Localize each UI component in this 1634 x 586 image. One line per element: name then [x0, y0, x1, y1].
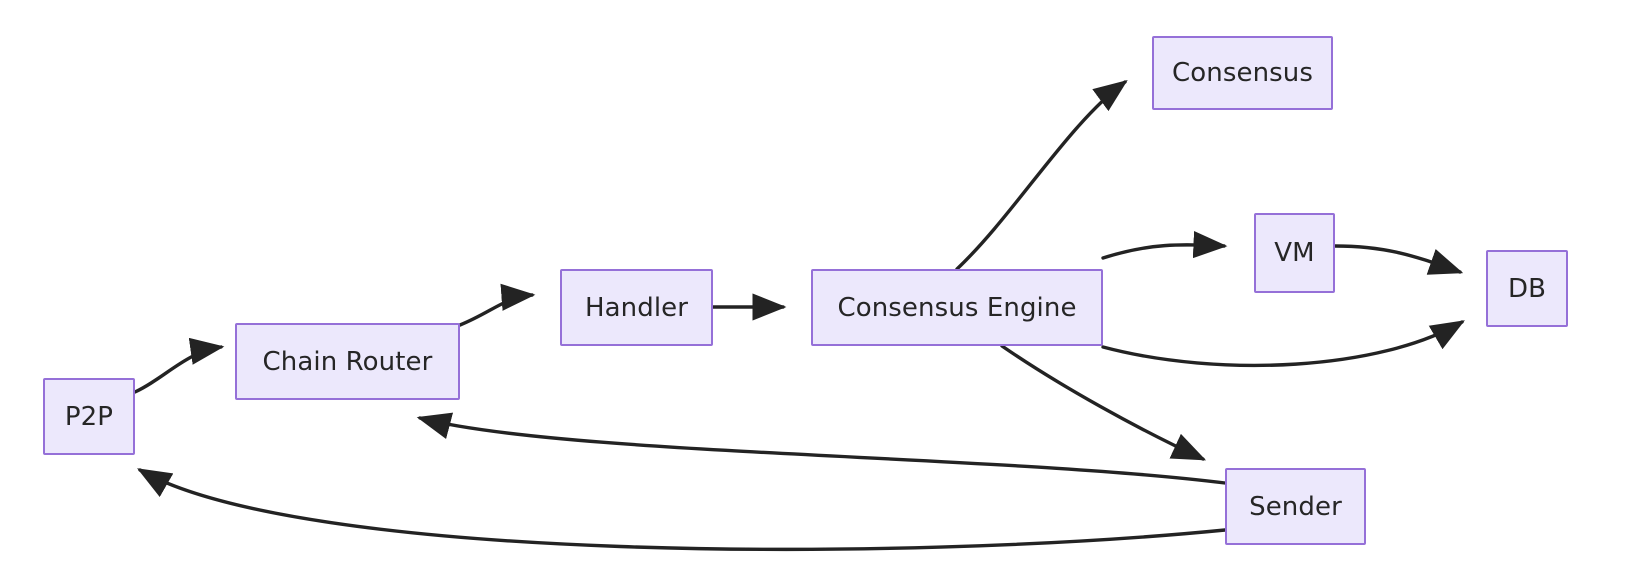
edge-p2p-to-chain_router — [133, 337, 225, 394]
edge-consensus_engine-to-vm — [1101, 231, 1228, 260]
node-label-consensus: Consensus — [1171, 58, 1314, 88]
node-label-vm: VM — [1274, 238, 1315, 268]
edge-sender-to-p2p — [137, 468, 1227, 552]
node-label-handler: Handler — [584, 292, 689, 323]
edge-sender-to-chain_router — [416, 412, 1227, 485]
node-vm[interactable]: VM — [1254, 213, 1335, 293]
edge-consensus_engine-to-db — [1101, 320, 1465, 368]
edge-vm-to-db — [1333, 244, 1464, 275]
node-label-db: DB — [1507, 273, 1547, 304]
node-label-sender: Sender — [1249, 491, 1342, 522]
edge-consensus_engine-to-sender — [1000, 344, 1207, 461]
node-chain-router[interactable]: Chain Router — [235, 323, 460, 400]
node-label-consensus-engine: Consensus Engine — [837, 292, 1077, 323]
node-consensus[interactable]: Consensus — [1152, 36, 1333, 110]
node-sender[interactable]: Sender — [1225, 468, 1366, 545]
node-handler[interactable]: Handler — [560, 269, 713, 346]
node-db[interactable]: DB — [1486, 250, 1568, 327]
edge-chain_router-to-handler — [458, 283, 536, 327]
node-consensus-engine[interactable]: Consensus Engine — [811, 269, 1103, 346]
node-p2p[interactable]: P2P — [43, 378, 135, 455]
node-label-p2p: P2P — [64, 401, 114, 432]
node-label-chain-router: Chain Router — [262, 346, 433, 377]
edge-consensus_engine-to-consensus — [955, 79, 1128, 271]
